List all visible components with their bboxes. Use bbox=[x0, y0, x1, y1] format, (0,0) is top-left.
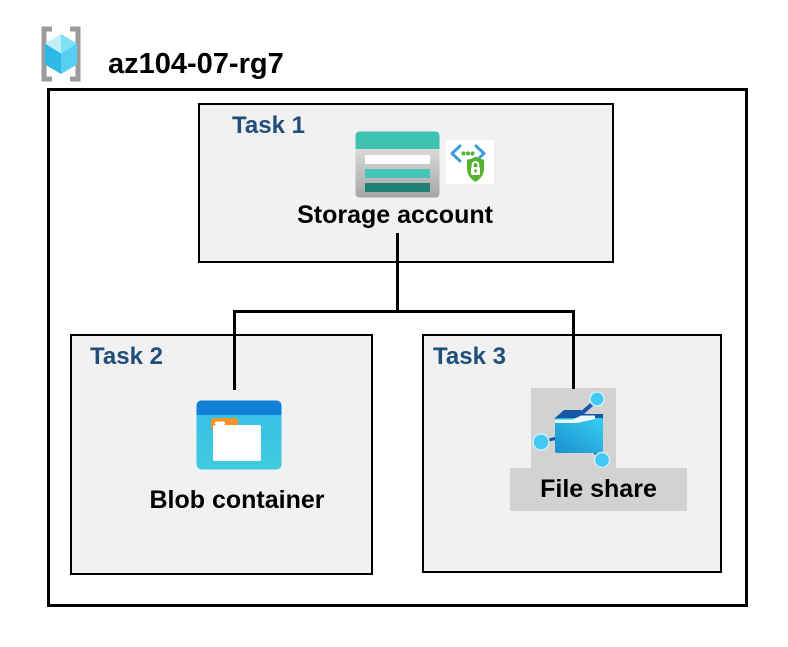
connector-horizontal bbox=[233, 310, 575, 313]
sas-security-icon bbox=[446, 140, 494, 184]
task3-label: Task 3 bbox=[433, 343, 506, 370]
storage-account-label: Storage account bbox=[297, 201, 493, 229]
file-share-icon bbox=[532, 391, 611, 469]
connector-storage-stem bbox=[396, 233, 399, 313]
file-share-icon-plate bbox=[531, 388, 616, 469]
task1-label: Task 1 bbox=[232, 112, 305, 139]
task3-box: Task 3 File share bbox=[422, 334, 722, 573]
file-share-label: File share bbox=[510, 468, 687, 511]
connector-to-file-share bbox=[572, 310, 575, 389]
blob-container-label: Blob container bbox=[149, 486, 325, 514]
task2-box: Task 2 Blob container bbox=[70, 334, 373, 575]
storage-account-icon bbox=[355, 131, 440, 198]
resource-group-icon bbox=[41, 26, 81, 82]
connector-to-blob-container bbox=[233, 310, 236, 390]
task1-box: Task 1 bbox=[198, 103, 614, 263]
resource-group-name: az104-07-rg7 bbox=[108, 48, 284, 80]
task2-label: Task 2 bbox=[90, 343, 163, 370]
blob-container-icon bbox=[196, 400, 282, 470]
